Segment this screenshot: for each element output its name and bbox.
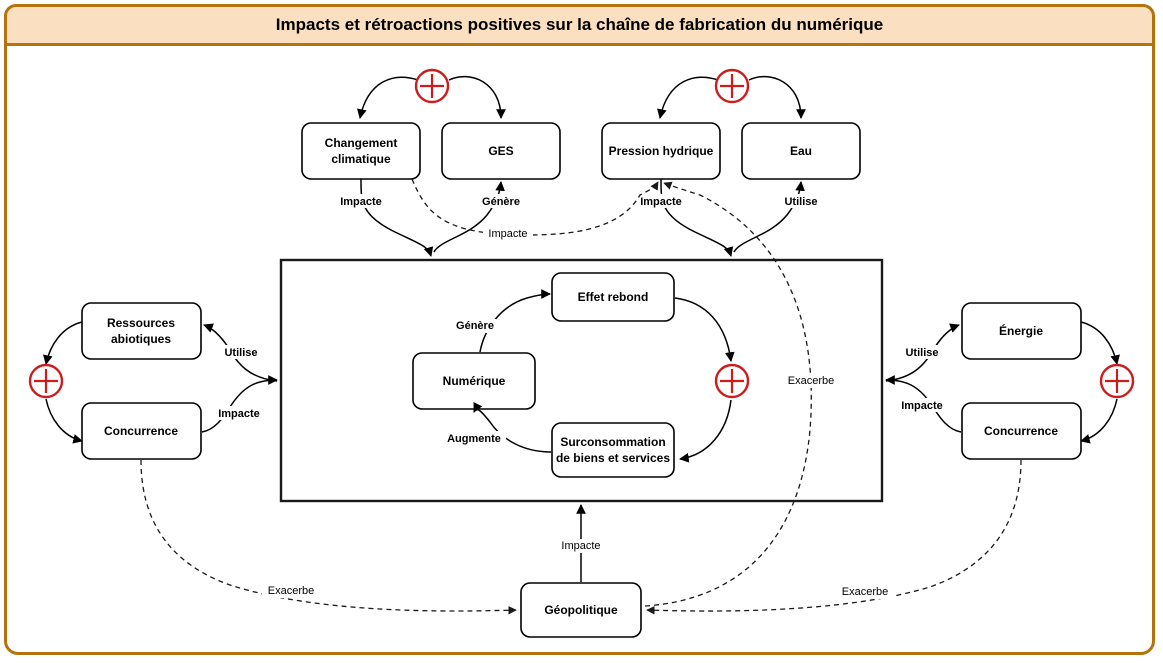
plus-symbol-top-right [714,68,750,104]
edge-utilise-to-eau [733,181,805,253]
node-effet-rebond[interactable]: Effet rebond [551,272,675,322]
node-eau[interactable]: Eau [741,122,861,180]
label-bg [332,194,390,208]
label-bg [442,431,506,445]
edge-label-center-genere: Génère [456,320,494,332]
node-concurrence-gauche[interactable]: Concurrence [81,402,202,460]
node-label: climatique [331,152,391,166]
edge-changement-climatique-impacte [360,178,434,257]
edge-exacerbe-right-dashed [646,459,1022,615]
node-concurrence-droite[interactable]: Concurrence [961,402,1082,460]
edge-label-exacerbe-center: Exacerbe [788,375,834,387]
main-container-box [279,258,884,503]
edge-label-geo-impacte: Impacte [561,540,600,552]
node-label: Concurrence [104,424,178,438]
title-bar: Impacts et rétroactions positives sur la… [4,4,1155,46]
page-title: Impacts et rétroactions positives sur la… [275,15,884,34]
label-bg [214,345,268,359]
edge-label-center-augmente: Augmente [447,433,501,445]
node-label: abiotiques [111,332,171,346]
edge-left-impacte [201,375,278,433]
node-energie[interactable]: Énergie [961,302,1082,360]
edge-plus-center-to-surconsommation [679,399,732,463]
label-bg [483,226,533,240]
node-geopolitique[interactable]: Géopolitique [520,582,642,638]
edge-plus-left-to-concurrence [45,398,83,444]
plus-symbol-top-left [414,68,450,104]
edge-plus-right-to-concurrence [1080,398,1118,444]
edge-center-augmente [473,401,552,453]
edge-label-left-utilise: Utilise [224,347,257,359]
edge-label-ph-impacte: Impacte [640,196,682,208]
node-ges[interactable]: GES [441,122,561,180]
edge-label-left-impacte: Impacte [218,408,260,420]
label-bg [552,539,610,553]
label-bg [836,585,894,599]
edge-center-genere [479,289,551,353]
edge-plus-to-changement-climatique [357,76,419,119]
label-bg [774,194,828,208]
node-label: Surconsommation [560,435,665,449]
edge-pression-hydrique-impacte [660,178,734,257]
node-label: Géopolitique [544,603,618,617]
node-changement-climatique[interactable]: Changement climatique [301,122,421,180]
label-bg [210,406,268,420]
label-bg [782,374,840,388]
node-numerique[interactable]: Numérique [412,352,536,410]
node-label: Énergie [999,323,1043,338]
node-label: de biens et services [556,451,670,465]
label-bg [895,345,949,359]
node-ressources-abiotiques[interactable]: Ressources abiotiques [81,302,202,360]
label-bg [447,319,503,333]
edge-label-cc-impacte: Impacte [340,196,382,208]
node-label: Changement [325,136,398,150]
label-bg [473,194,529,208]
node-label: Concurrence [984,424,1058,438]
edge-energie-to-plus-right [1080,321,1120,365]
edge-ressources-to-plus-left [43,321,83,365]
plus-symbol-right [1099,363,1135,399]
edge-eau-to-plus [748,75,806,119]
plus-symbol-center [714,363,750,399]
edge-label-right-impacte: Impacte [901,400,943,412]
edge-label-eau-utilise: Utilise [784,196,817,208]
edge-plus-to-pression-hydrique [657,76,719,119]
node-pression-hydrique[interactable]: Pression hydrique [601,122,721,180]
label-bg [893,398,951,412]
edge-label-cc-to-ph: Impacte [488,228,527,240]
edge-label-ges-genere: Génère [482,196,520,208]
edge-exacerbe-left-dashed [140,459,517,615]
node-label: Eau [790,144,812,158]
node-label: Pression hydrique [609,144,714,158]
node-label: GES [488,144,513,158]
node-surconsommation[interactable]: Surconsommation de biens et services [551,422,675,478]
edge-genere-to-ges [433,181,505,253]
node-label: Numérique [443,374,506,388]
label-bg [262,584,320,598]
label-bg [632,194,690,208]
node-label: Effet rebond [578,290,649,304]
edge-label-right-utilise: Utilise [905,347,938,359]
edge-ges-to-plus [448,75,506,119]
node-label: Ressources [107,316,175,330]
edge-effet-rebond-to-plus-center [674,297,735,362]
edge-cc-to-ph-impacte-dashed [411,178,659,236]
edge-label-exacerbe-left: Exacerbe [268,585,314,597]
plus-symbol-left [28,363,64,399]
edge-label-exacerbe-right: Exacerbe [842,586,888,598]
